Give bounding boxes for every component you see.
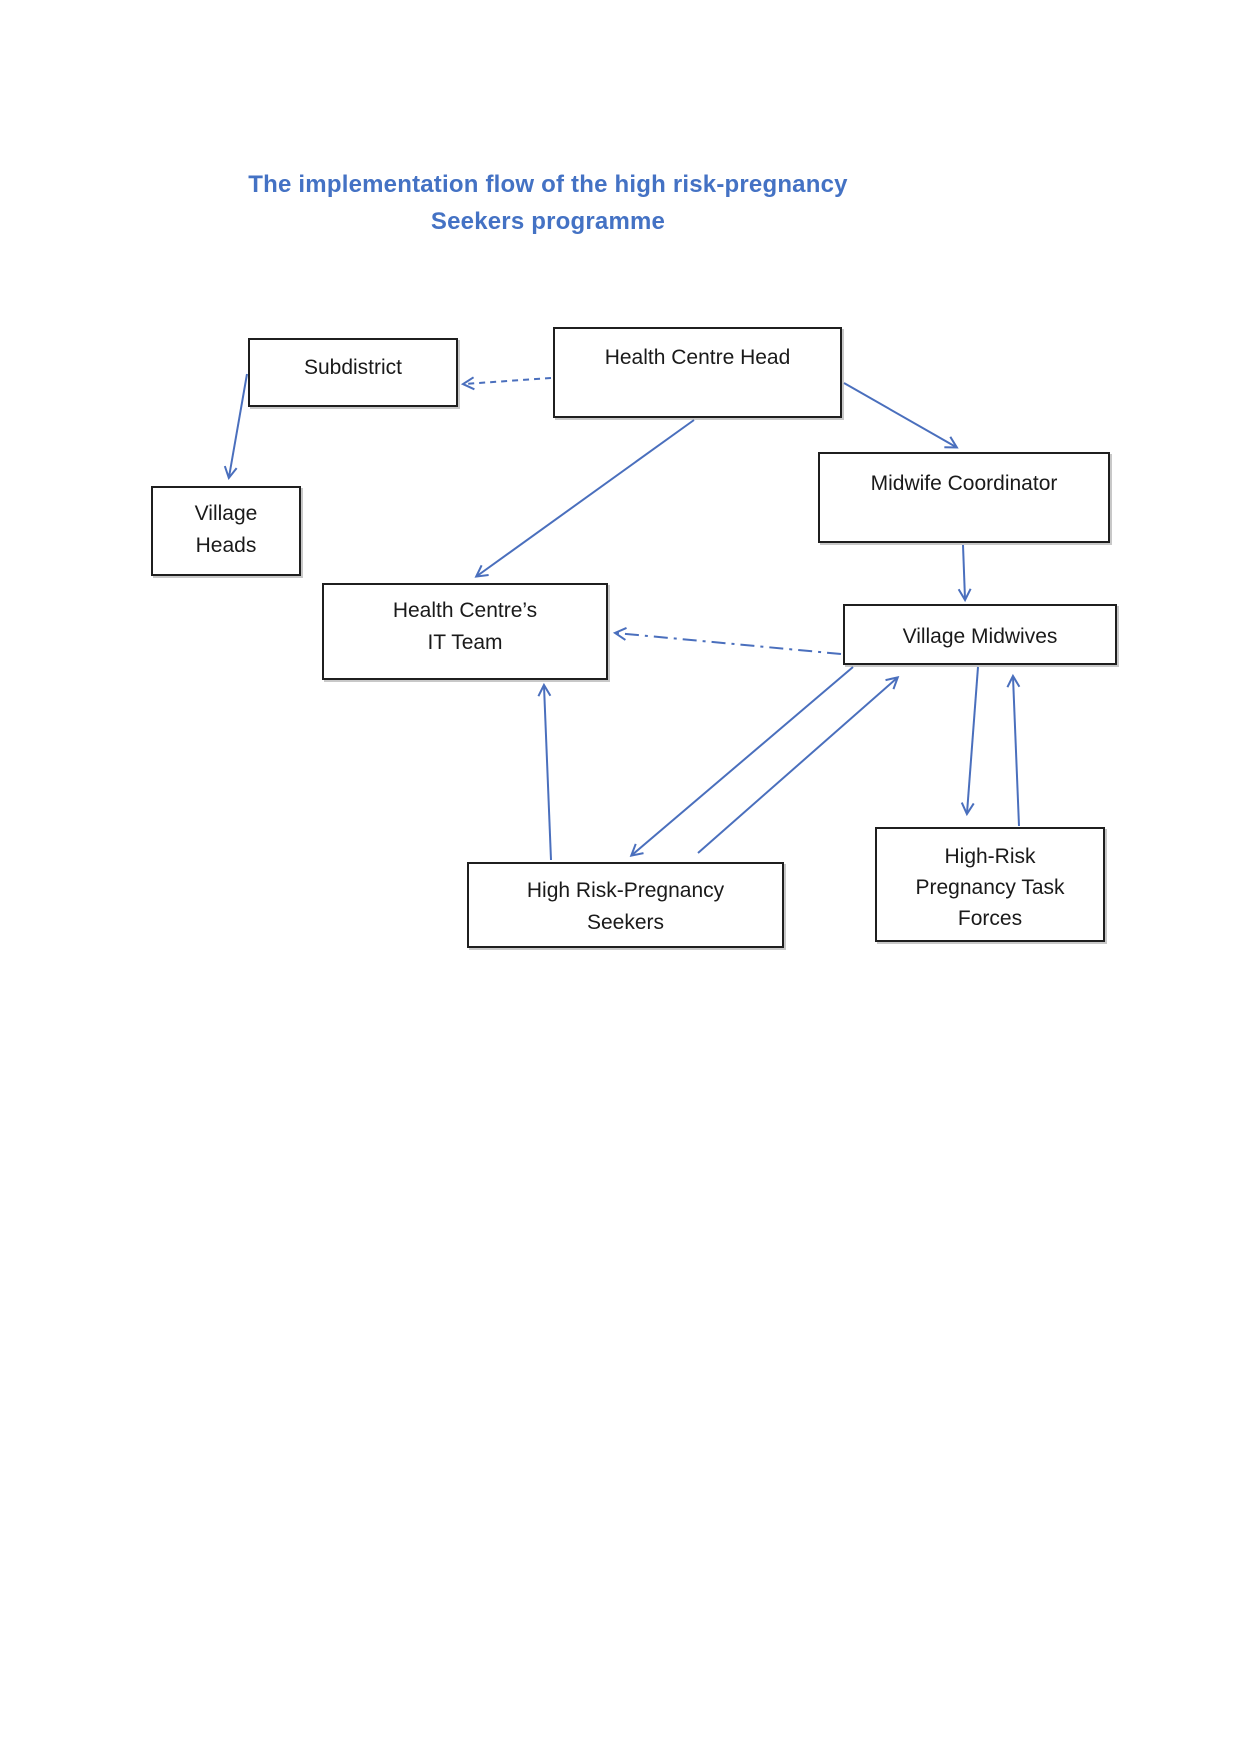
node-label: Forces [957,907,1023,930]
node-village-midwives: Village Midwives [843,604,1117,665]
node-subdistrict: Subdistrict [248,338,458,407]
node-label: Midwife Coordinator [870,472,1058,495]
node-label: Heads [195,534,257,557]
node-label: High Risk-Pregnancy [526,879,725,902]
node-label: Village [194,502,258,525]
node-label: IT Team [427,631,503,654]
node-midwife-coordinator: Midwife Coordinator [818,452,1110,543]
node-village-heads: Village Heads [151,486,301,576]
node-label: Subdistrict [303,356,403,379]
arrow-health-centre-head-to-subdistrict [460,376,552,391]
arrow-seekers-to-it-team [537,682,552,861]
node-health-centre-head: Health Centre Head [553,327,842,418]
node-high-risk-pregnancy-seekers: High Risk-Pregnancy Seekers [467,862,784,948]
arrow-village-midwives-to-task-forces [960,666,979,817]
node-label: Seekers [586,911,665,934]
node-label: Village Midwives [902,625,1058,648]
arrow-subdistrict-to-village-heads [223,373,248,481]
node-label: Pregnancy Task [915,876,1065,899]
arrow-midwife-coordinator-to-village-midwives [957,544,972,603]
arrow-health-centre-head-to-it-team [474,419,695,578]
arrow-village-midwives-to-it-team [612,627,842,655]
diagram-title: The implementation flow of the high risk… [98,166,998,240]
node-label: Health Centre Head [604,346,791,369]
node-label: Health Centre’s [392,599,538,622]
arrow-seekers-to-village-midwives [697,675,900,854]
arrow-village-midwives-to-seekers [629,666,854,858]
diagram-title-line2: Seekers programme [430,208,666,235]
diagram-title-line1: The implementation flow of the high risk… [248,171,848,198]
node-health-centres-it-team: Health Centre’s IT Team [322,583,608,680]
node-high-risk-pregnancy-task-forces: High-Risk Pregnancy Task Forces [875,827,1105,942]
arrow-task-forces-to-village-midwives [1006,673,1021,827]
node-label: High-Risk [944,845,1036,868]
arrow-health-centre-head-to-midwife-coordinator [843,382,959,449]
